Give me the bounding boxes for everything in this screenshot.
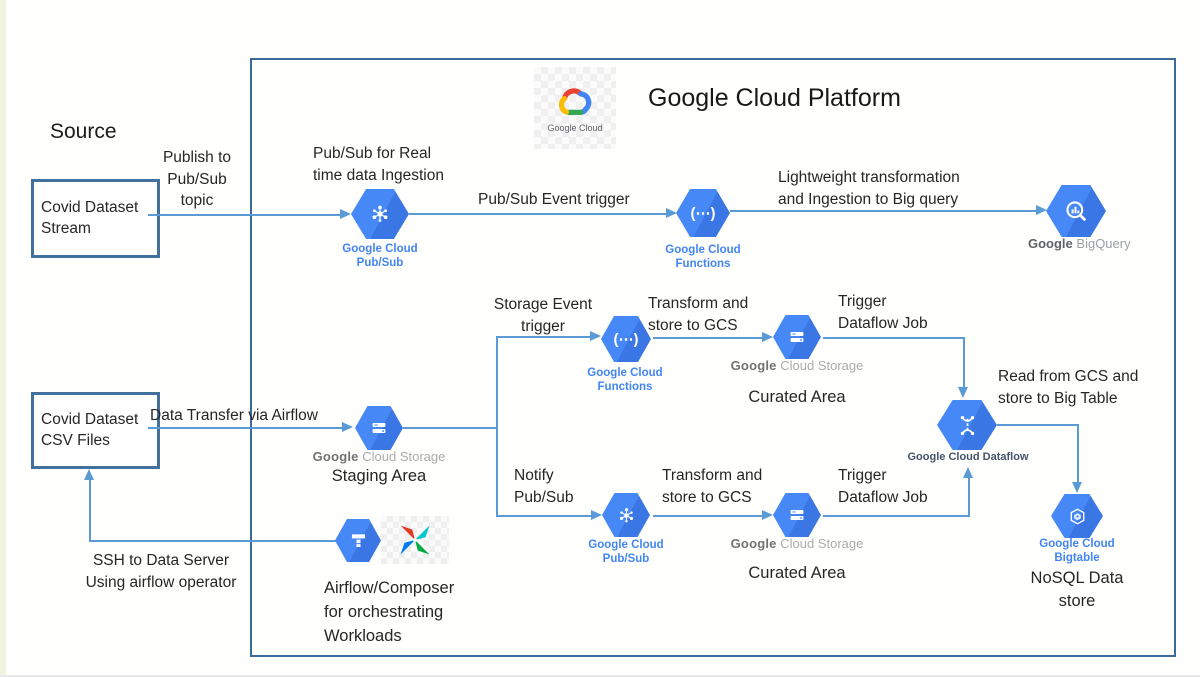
page-title: Google Cloud Platform — [648, 84, 901, 112]
annotation-trigger-dataflow-top: Trigger Dataflow Job — [838, 293, 928, 332]
airflow-composer-label: Airflow/Composer for orchestrating Workl… — [324, 579, 455, 645]
pubsub-caption: Google Cloud Pub/Sub — [342, 243, 418, 270]
annotation-transform-store-bottom: Transform and store to GCS — [662, 467, 763, 506]
airflow-pinwheel-glyph — [400, 525, 430, 555]
bigquery-caption-product: BigQuery — [1076, 236, 1131, 251]
staging-area-label: Staging Area — [331, 467, 427, 485]
functions-glyph: (⋯) — [690, 205, 716, 222]
line-pubsub-to-functions — [409, 213, 666, 215]
line-composer-to-left — [89, 540, 337, 542]
annotation-pubsub-event-trigger: Pub/Sub Event trigger — [478, 191, 630, 208]
functions-glyph: (⋯) — [613, 331, 639, 348]
bigquery-caption-brand: Google — [1028, 236, 1073, 251]
page-edge-strip — [0, 0, 6, 675]
arrowhead — [1036, 205, 1047, 215]
cloud-storage-glyph — [790, 509, 804, 521]
annotation-lightweight-transformation: Lightweight transformation and Ingestion… — [778, 169, 960, 208]
annotation-data-transfer-airflow: Data Transfer via Airflow — [150, 407, 318, 424]
annotation-ssh-data-server: SSH to Data Server Using airflow operato… — [85, 552, 237, 591]
bigquery-glyph — [1066, 201, 1086, 221]
line-pubsub-to-curated-bottom — [653, 515, 762, 517]
pubsub-glyph — [372, 205, 388, 222]
gcs-caption-brand: Google — [312, 449, 359, 464]
cloud-storage-curated-bottom-caption: Google Cloud Storage — [729, 536, 865, 551]
arrowhead — [342, 422, 353, 432]
curated-area-bottom-label: Curated Area — [748, 564, 846, 582]
bigtable-glyph — [1070, 508, 1084, 524]
covid-dataset-csv-box: Covid Dataset CSV Files — [31, 392, 160, 469]
pubsub-glyph — [619, 507, 633, 522]
airflow-icon — [381, 516, 449, 564]
line-up-to-csv — [89, 480, 91, 541]
arrowhead — [666, 208, 677, 218]
line-curated-bottom-to-dataflow — [823, 515, 970, 517]
gcs-caption-product: Cloud Storage — [780, 536, 864, 551]
arrowhead — [590, 331, 601, 341]
arrowhead — [963, 467, 973, 478]
gcp-frame — [250, 58, 1176, 657]
annotation-pubsub-realtime: Pub/Sub for Real time data Ingestion — [313, 145, 444, 184]
bigquery-caption: Google BigQuery — [1028, 236, 1131, 251]
google-cloud-logo: Google Cloud — [534, 67, 616, 149]
line-up-to-dataflow — [968, 478, 970, 517]
annotation-trigger-dataflow-bottom: Trigger Dataflow Job — [838, 467, 928, 506]
line-functions-to-curated-top — [653, 337, 762, 339]
cloud-storage-glyph — [790, 331, 804, 343]
line-stream-to-pubsub — [148, 214, 340, 216]
bigtable-caption: Google Cloud Bigtable — [1039, 538, 1115, 565]
line-junction-to-functions — [496, 336, 590, 338]
arrowhead — [340, 209, 351, 219]
composer-glyph — [351, 534, 365, 547]
line-down-to-dataflow — [963, 337, 965, 387]
gcs-caption-brand: Google — [730, 536, 777, 551]
arrowhead — [591, 510, 602, 520]
pubsub-bottom-caption: Google Cloud Pub/Sub — [588, 539, 664, 566]
google-cloud-logo-icon — [558, 87, 592, 115]
annotation-storage-event-trigger: Storage Event trigger — [493, 296, 593, 335]
dataflow-caption: Google Cloud Dataflow — [907, 451, 1029, 463]
line-functions-to-bigquery — [730, 210, 1036, 212]
line-staging-to-junction — [403, 427, 498, 429]
curated-area-top-label: Curated Area — [748, 388, 846, 406]
nosql-data-store-label: NoSQL Data store — [1030, 569, 1124, 611]
dataflow-glyph — [960, 415, 974, 435]
annotation-publish-to-pubsub: Publish to Pub/Sub topic — [162, 149, 232, 210]
arrowhead — [84, 469, 94, 480]
annotation-notify-pubsub: Notify Pub/Sub — [514, 467, 574, 506]
google-cloud-logo-caption: Google Cloud — [547, 122, 603, 133]
source-heading: Source — [50, 120, 117, 143]
line-junction-vertical — [496, 336, 498, 517]
line-curated-top-to-dataflow — [823, 337, 965, 339]
line-dataflow-right — [997, 424, 1079, 426]
arrowhead — [958, 387, 968, 398]
line-down-to-bigtable — [1077, 424, 1079, 482]
annotation-read-gcs-bigtable: Read from GCS and store to Big Table — [998, 368, 1139, 407]
line-junction-to-pubsub — [496, 515, 591, 517]
covid-dataset-stream-box: Covid Dataset Stream — [31, 179, 160, 258]
gcs-caption-product: Cloud Storage — [780, 358, 864, 373]
cloud-storage-staging-caption: Google Cloud Storage — [311, 449, 447, 464]
line-csv-to-staging — [148, 427, 342, 429]
cloud-storage-glyph — [372, 422, 386, 434]
arrowhead — [762, 332, 773, 342]
cloud-functions-caption: Google Cloud Functions — [665, 244, 741, 271]
gcs-caption-brand: Google — [730, 358, 777, 373]
annotation-transform-store-top: Transform and store to GCS — [648, 295, 749, 334]
cloud-functions-mid-caption: Google Cloud Functions — [587, 367, 663, 394]
cloud-storage-curated-top-caption: Google Cloud Storage — [729, 358, 865, 373]
arrowhead — [1072, 482, 1082, 493]
gcs-caption-product: Cloud Storage — [362, 449, 446, 464]
arrowhead — [762, 510, 773, 520]
